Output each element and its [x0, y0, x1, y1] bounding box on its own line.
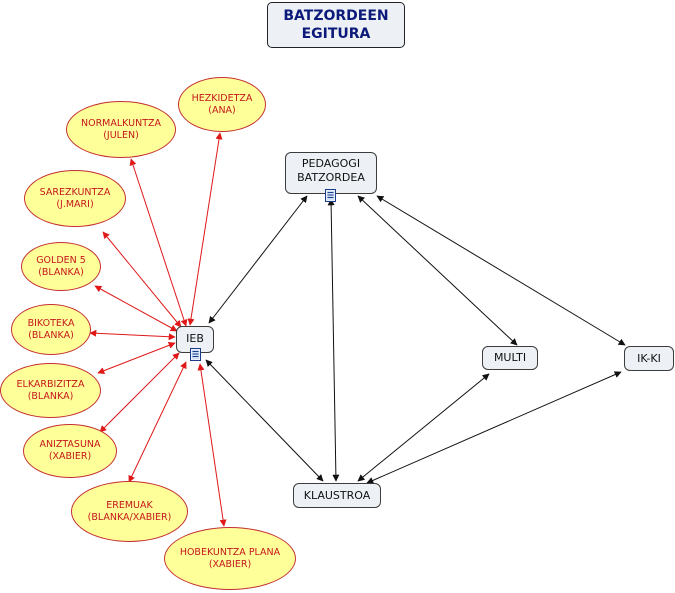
oval-line-2: (XABIER) — [48, 451, 92, 462]
oval-line-1: ANIZTASUNA — [39, 439, 101, 450]
edge-pedagogi-multi — [357, 195, 518, 346]
oval-line-2: (XABIER) — [208, 558, 252, 570]
edge-ieb-normalkuntza — [129, 158, 188, 327]
node-ieb-label: IEB — [186, 332, 204, 345]
oval-hezkidetza[interactable]: HEZKIDETZA (ANA) — [178, 77, 266, 132]
edge-ieb-golden5 — [94, 285, 178, 332]
title-line-1: BATZORDEEN — [283, 8, 389, 24]
edge-ieb-sarezkuntza — [102, 231, 182, 328]
node-multi[interactable]: MULTI — [482, 346, 538, 370]
edge-pedagogi-ieb — [208, 195, 308, 324]
edge-ieb-klaustroa — [205, 359, 324, 482]
oval-hobekuntza-plana[interactable]: HOBEKUNTZA PLANA (XABIER) — [164, 527, 296, 590]
oval-line-1: NORMALKUNTZA — [80, 117, 162, 129]
oval-sarezkuntza[interactable]: SAREZKUNTZA (J.MARI) — [24, 170, 126, 227]
oval-line-2: (J.MARI) — [56, 198, 94, 210]
oval-eremuak[interactable]: EREMUAK (BLANKA/XABIER) — [71, 481, 188, 542]
oval-line-1: BIKOTEKA — [27, 317, 75, 329]
oval-golden-5[interactable]: GOLDEN 5 (BLANKA) — [21, 242, 101, 291]
oval-line-2: (JULEN) — [103, 129, 139, 141]
oval-aniztasuna[interactable]: ANIZTASUNA (XABIER) — [23, 424, 117, 478]
node-ikki-label: IK-KI — [637, 351, 661, 365]
node-pedagogi-batzordea[interactable]: PEDAGOGI BATZORDEA — [285, 152, 377, 194]
title-line-2: EGITURA — [301, 26, 371, 42]
edge-pedagogi-klaustroa — [327, 198, 340, 482]
edge-pedagogi-ikki — [376, 195, 626, 346]
node-klaustroa-label: KLAUSTROA — [303, 488, 371, 502]
oval-line-1: SAREZKUNTZA — [39, 186, 111, 198]
oval-line-2: (ANA) — [208, 104, 236, 116]
node-ik-ki[interactable]: IK-KI — [624, 346, 674, 371]
oval-line-1: HOBEKUNTZA PLANA — [179, 546, 281, 558]
oval-line-2: (BLANKA) — [28, 329, 74, 341]
oval-line-1: ELKARBIZITZA — [16, 378, 85, 390]
oval-line-2: (BLANKA) — [38, 266, 84, 278]
document-icon[interactable] — [190, 348, 201, 361]
oval-line-2: (BLANKA) — [27, 390, 74, 402]
edge-ieb-hezkidetza — [187, 132, 223, 326]
node-pedagogi-line-1: PEDAGOGI — [301, 157, 361, 170]
edge-ieb-hobekuntza — [197, 363, 227, 527]
edge-ieb-aniztasuna — [99, 352, 180, 433]
oval-line-1: HEZKIDETZA — [191, 92, 253, 104]
edge-multi-klaustroa — [357, 373, 490, 482]
edge-ieb-bikoteka — [89, 329, 176, 341]
diagram-title: BATZORDEEN EGITURA — [267, 2, 405, 48]
document-icon[interactable] — [325, 189, 336, 202]
oval-line-1: GOLDEN 5 — [36, 254, 86, 266]
oval-elkarbizitza[interactable]: ELKARBIZITZA (BLANKA) — [0, 363, 101, 418]
oval-bikoteka[interactable]: BIKOTEKA (BLANKA) — [11, 304, 91, 355]
oval-line-2: (BLANKA/XABIER) — [87, 511, 172, 523]
edge-ikki-klaustroa — [366, 371, 622, 484]
edge-ieb-eremuak — [128, 361, 187, 483]
oval-line-1: EREMUAK — [106, 499, 153, 511]
node-pedagogi-line-2: BATZORDEA — [297, 171, 365, 184]
oval-normalkuntza[interactable]: NORMALKUNTZA (JULEN) — [66, 101, 176, 158]
node-klaustroa[interactable]: KLAUSTROA — [293, 483, 381, 508]
node-multi-label: MULTI — [493, 351, 527, 364]
